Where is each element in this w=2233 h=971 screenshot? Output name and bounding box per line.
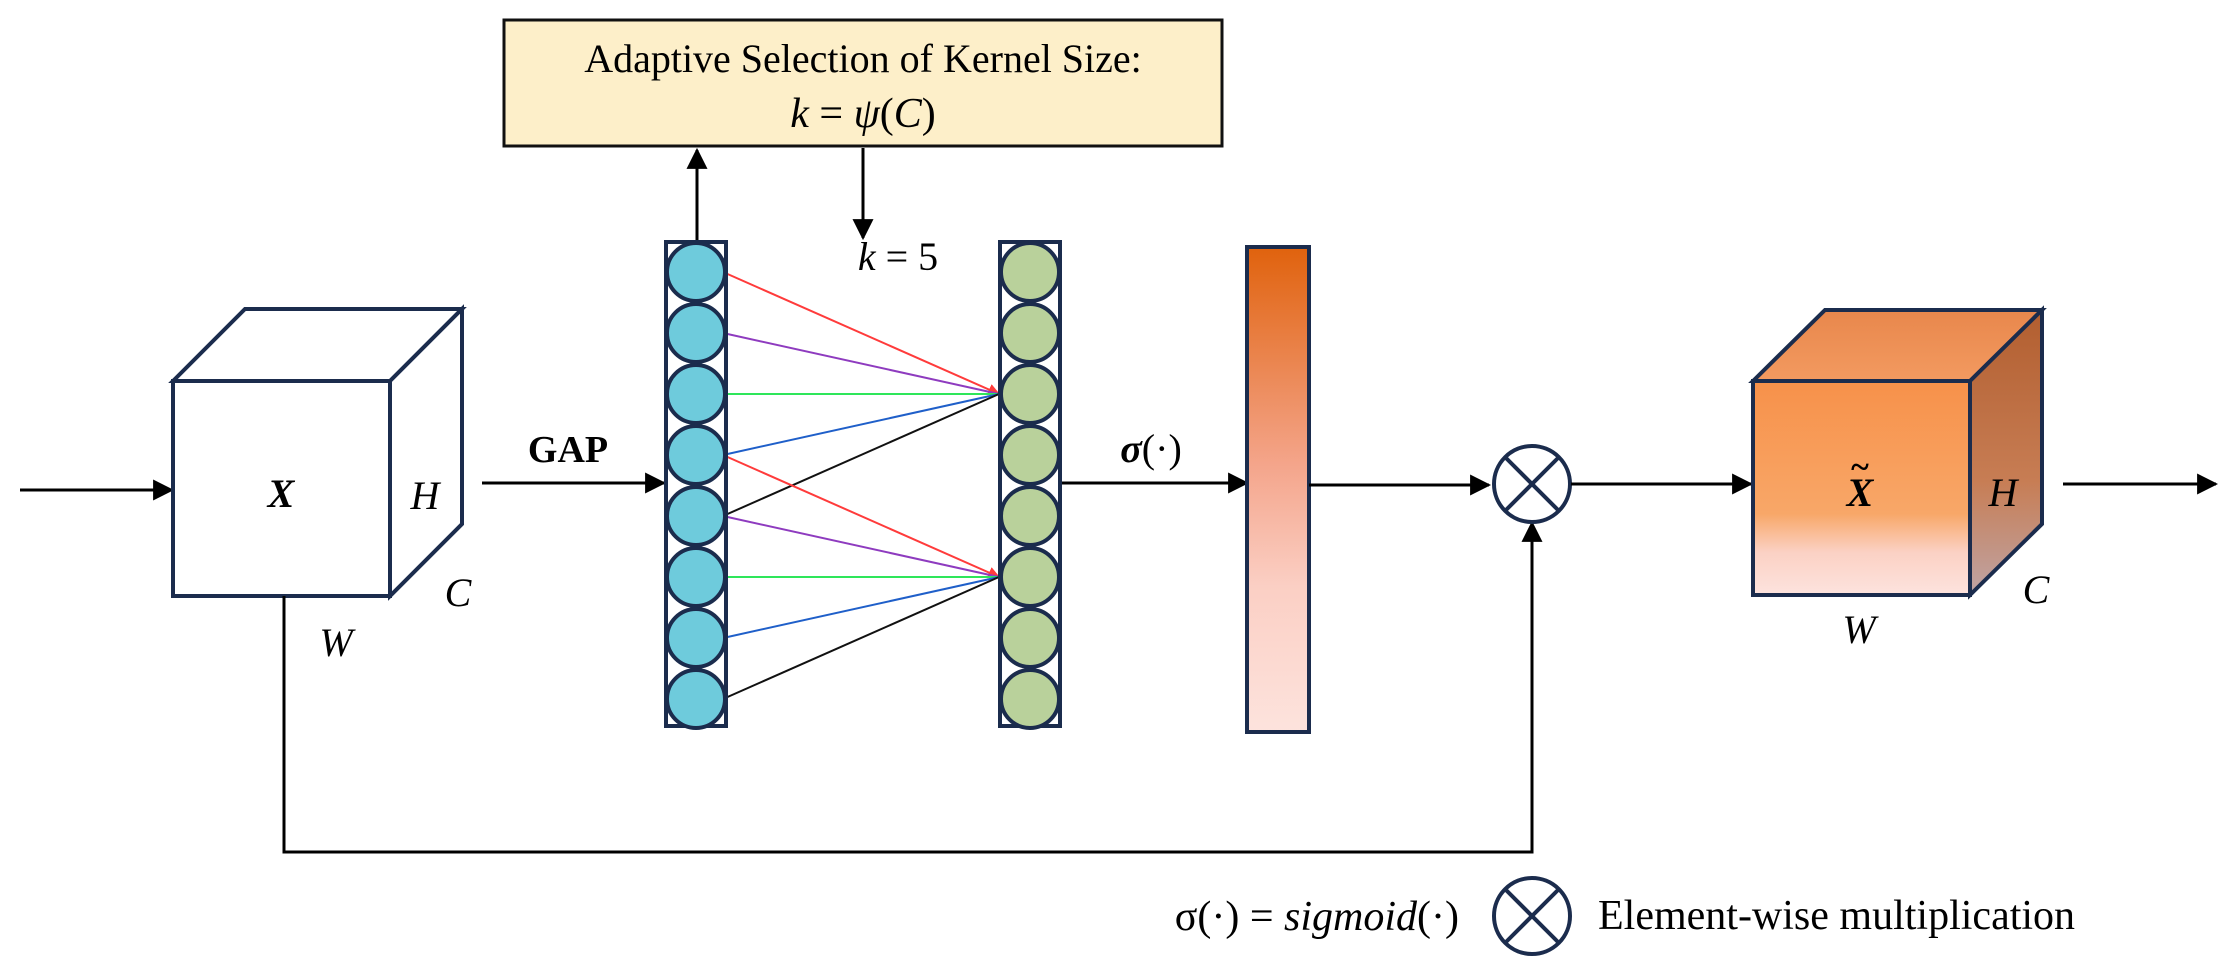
- conv-connection-line: [722, 393, 1000, 456]
- conv-vector-node: [999, 607, 1061, 669]
- conv-vector-node: [999, 241, 1061, 303]
- conv-vector-node: [999, 363, 1061, 425]
- gap-vector-node: [665, 302, 727, 364]
- output-cube-label: X: [1845, 470, 1875, 515]
- conv-connection-line: [722, 393, 1000, 517]
- legend-multiply-icon: [1492, 876, 1572, 956]
- kernel-size-label: k = 5: [858, 234, 938, 279]
- conv-vector-node: [999, 546, 1061, 608]
- conv-vector-node: [999, 302, 1061, 364]
- input-cube-h-label: H: [410, 473, 442, 518]
- input-cube-w-label: W: [319, 620, 356, 665]
- multiply-node: [1492, 444, 1572, 524]
- kernel-selection-formula: k = ψ(C): [790, 91, 935, 137]
- conv-vector-node: [999, 424, 1061, 486]
- output-cube-w-label: W: [1842, 607, 1879, 652]
- input-cube-c-label: C: [445, 570, 473, 615]
- conv-connections: [722, 271, 1001, 700]
- sigma-definition: σ(·) = sigmoid(·): [1175, 894, 1459, 940]
- legend-multiply-text: Element-wise multiplication: [1598, 893, 2075, 939]
- output-cube-c-label: C: [2023, 567, 2051, 612]
- gap-vector: [664, 240, 728, 730]
- conv-connection-line: [722, 576, 1000, 639]
- gap-vector-node: [665, 546, 727, 608]
- output-cube-tilde: ~: [1851, 449, 1869, 486]
- skip-connection: [282, 520, 1543, 854]
- output-cube-h-label: H: [1988, 470, 2020, 515]
- gap-vector-node: [665, 485, 727, 547]
- conv-vector-node: [999, 668, 1061, 730]
- gap-vector-node: [665, 424, 727, 486]
- gap-vector-node: [665, 607, 727, 669]
- input-cube-label: X: [266, 471, 296, 516]
- kernel-selection-box: Adaptive Selection of Kernel Size: k = ψ…: [502, 18, 1224, 148]
- input-cube-front: [171, 379, 392, 598]
- kernel-selection-rect: [502, 18, 1224, 148]
- sigma-label: σ(·): [1120, 426, 1182, 471]
- channel-weights-bar: [1245, 245, 1311, 734]
- conv-vector-node: [999, 485, 1061, 547]
- conv-connection-line: [722, 454, 1001, 579]
- gap-vector-node: [665, 241, 727, 303]
- conv-connection-line: [722, 332, 1000, 395]
- gap-vector-node: [665, 363, 727, 425]
- output-cube-front: [1751, 379, 1972, 597]
- legend: σ(·) = sigmoid(·) Element-wise multiplic…: [1175, 876, 2075, 956]
- gap-label: GAP: [528, 429, 608, 471]
- input-cube: X H W C: [168, 304, 473, 665]
- output-cube: ~ X H W C: [1748, 305, 2051, 652]
- conv-connection-line: [722, 515, 1000, 578]
- gap-vector-node: [665, 668, 727, 730]
- conv-connection-line: [722, 576, 1000, 700]
- kernel-selection-title: Adaptive Selection of Kernel Size:: [584, 36, 1142, 81]
- conv-vector: [998, 240, 1062, 730]
- conv-connection-line: [722, 271, 1001, 396]
